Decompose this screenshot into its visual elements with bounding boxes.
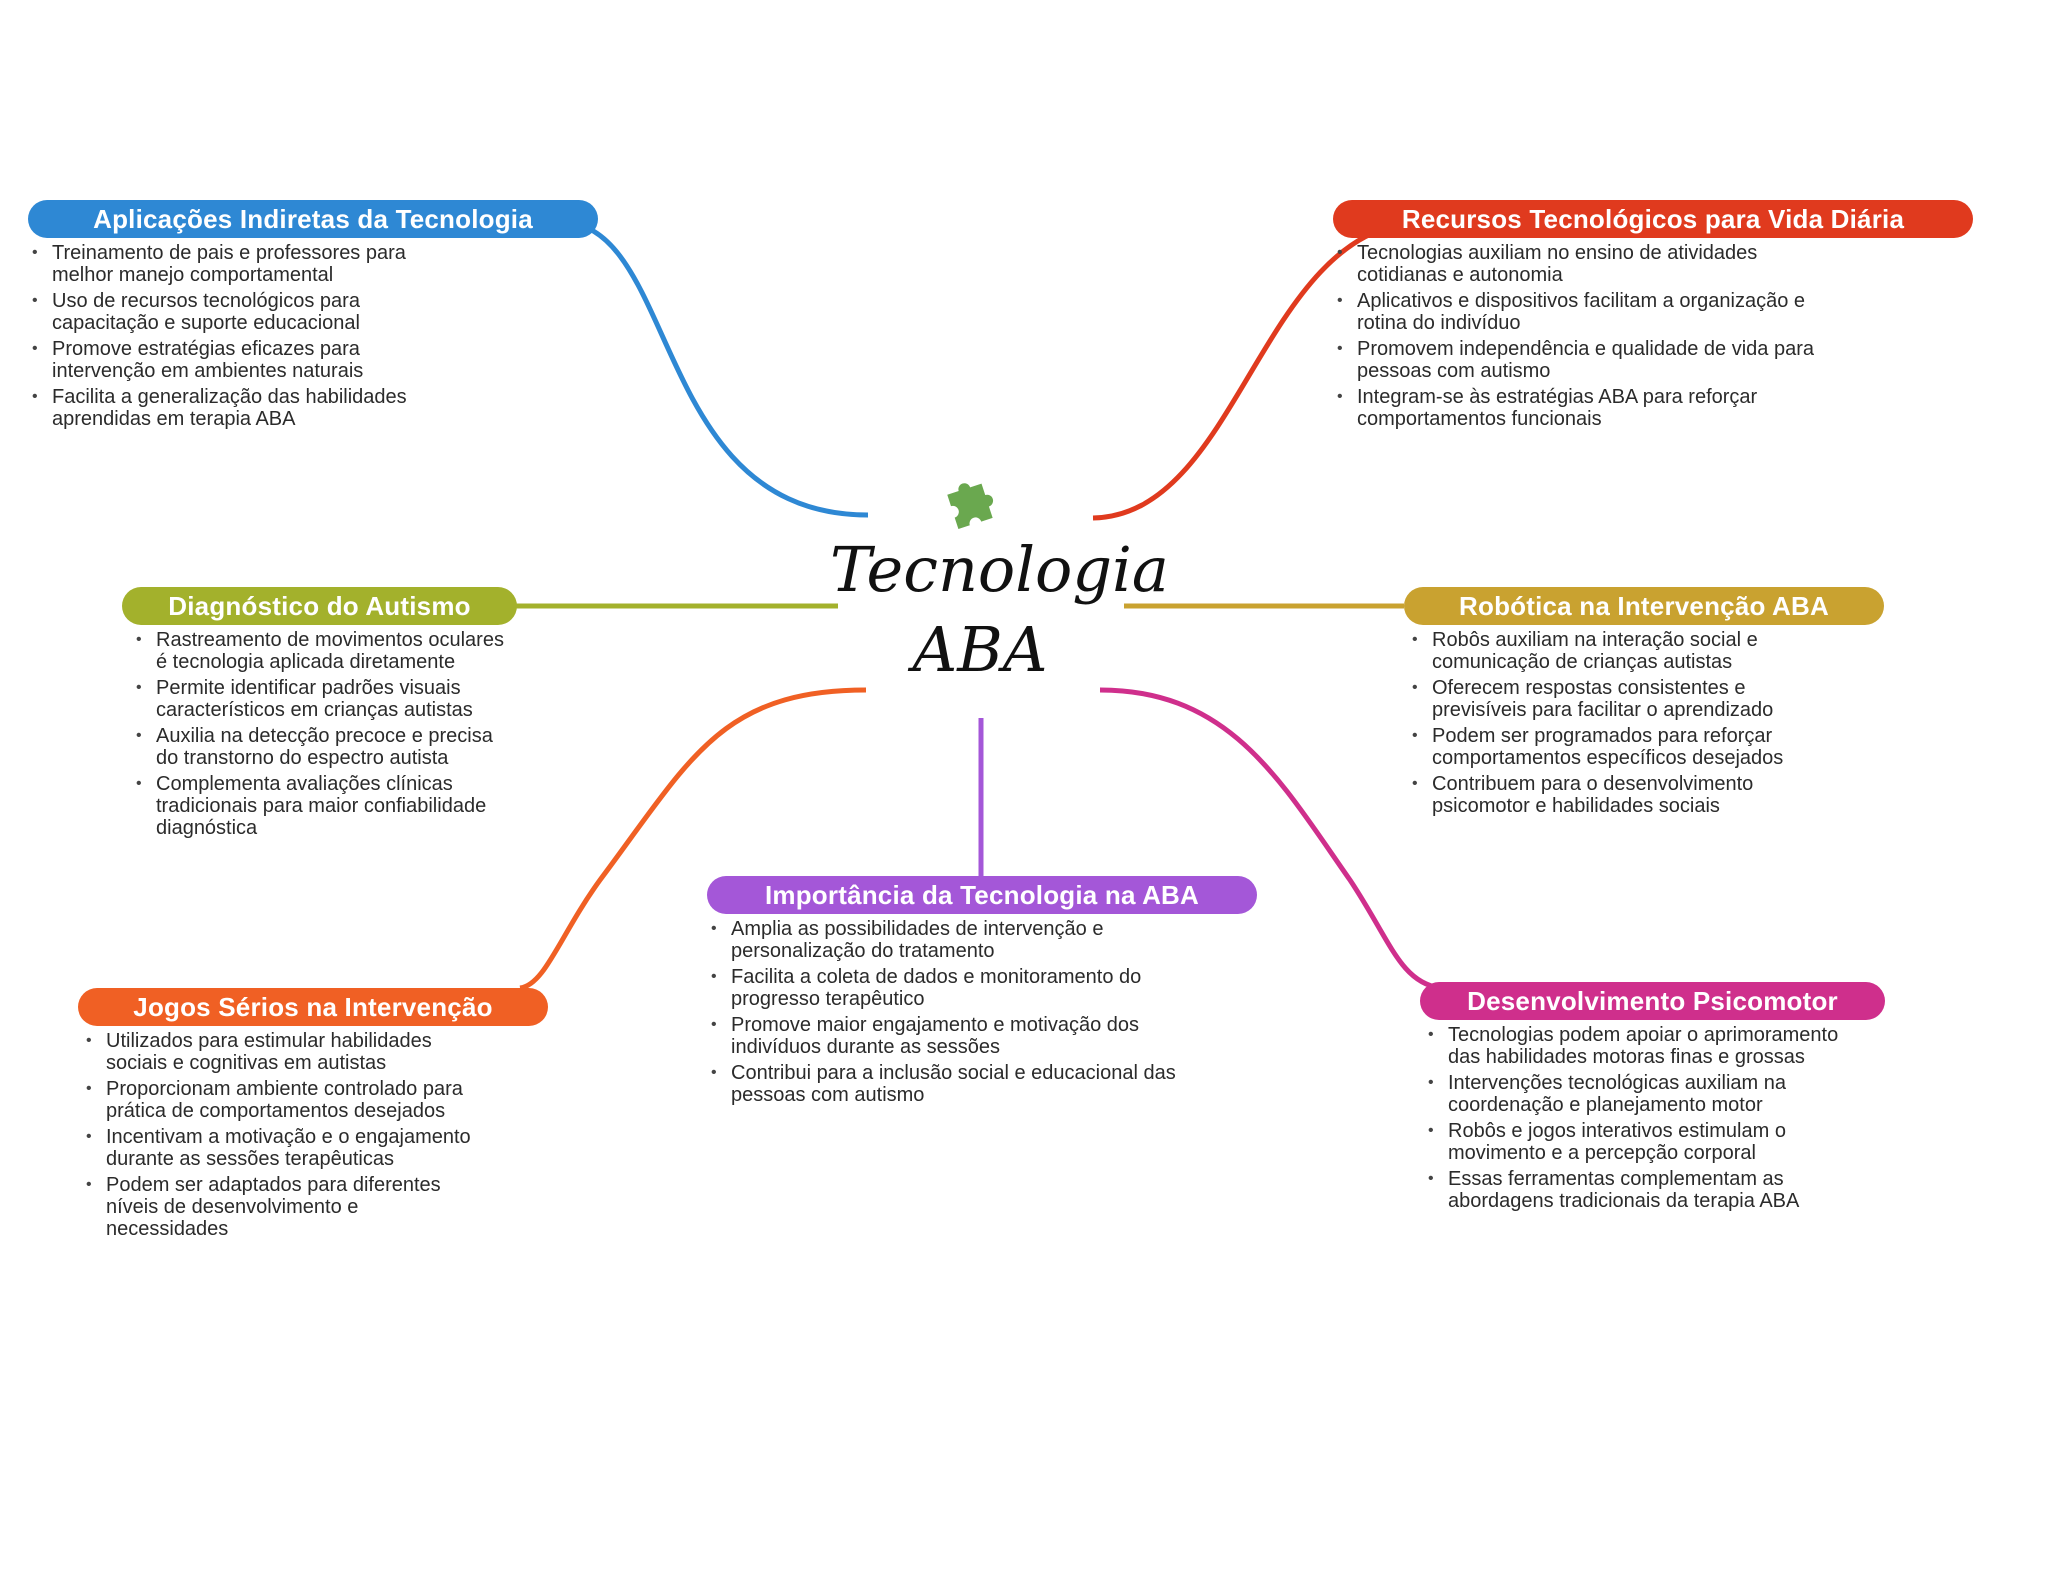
connector-psicomotor bbox=[1099, 687, 1441, 991]
bullet-item: Contribuem para o desenvolvimento psicom… bbox=[1408, 773, 1838, 817]
connector-aplicacoes bbox=[559, 219, 869, 518]
branch-jogos: Jogos Sérios na Intervenção Utilizados p… bbox=[78, 988, 548, 1244]
branch-title: Importância da Tecnologia na ABA bbox=[707, 876, 1257, 914]
branch-robotica: Robótica na Intervenção ABA Robôs auxili… bbox=[1404, 587, 1884, 821]
bullet-item: Facilita a coleta de dados e monitoramen… bbox=[707, 966, 1187, 1010]
bullet-item: Integram-se às estratégias ABA para refo… bbox=[1333, 386, 1833, 430]
bullet-item: Auxilia na detecção precoce e precisa do… bbox=[132, 725, 507, 769]
central-topic: Tecnologia ABA bbox=[830, 530, 1169, 690]
bullet-item: Oferecem respostas consistentes e previs… bbox=[1408, 677, 1838, 721]
connector-jogos bbox=[519, 687, 867, 991]
bullet-item: Uso de recursos tecnológicos para capaci… bbox=[28, 290, 468, 334]
bullet-item: Aplicativos e dispositivos facilitam a o… bbox=[1333, 290, 1833, 334]
branch-title: Robótica na Intervenção ABA bbox=[1404, 587, 1884, 625]
bullet-item: Facilita a generalização das habilidades… bbox=[28, 386, 468, 430]
connector-recursos bbox=[1092, 219, 1421, 521]
bullet-item: Amplia as possibilidades de intervenção … bbox=[707, 918, 1187, 962]
bullet-item: Incentivam a motivação e o engajamento d… bbox=[82, 1126, 482, 1170]
bullet-item: Robôs e jogos interativos estimulam o mo… bbox=[1424, 1120, 1854, 1164]
bullet-item: Contribui para a inclusão social e educa… bbox=[707, 1062, 1187, 1106]
central-title-line1: Tecnologia bbox=[830, 533, 1169, 606]
bullet-item: Robôs auxiliam na interação social e com… bbox=[1408, 629, 1838, 673]
bullet-item: Podem ser programados para reforçar comp… bbox=[1408, 725, 1838, 769]
branch-psicomotor: Desenvolvimento Psicomotor Tecnologias p… bbox=[1420, 982, 1885, 1216]
branch-title: Diagnóstico do Autismo bbox=[122, 587, 517, 625]
bullet-item: Tecnologias podem apoiar o aprimoramento… bbox=[1424, 1024, 1854, 1068]
bullet-item: Tecnologias auxiliam no ensino de ativid… bbox=[1333, 242, 1833, 286]
puzzle-shape bbox=[947, 483, 994, 530]
branch-title: Recursos Tecnológicos para Vida Diária bbox=[1333, 200, 1973, 238]
bullet-item: Promove maior engajamento e motivação do… bbox=[707, 1014, 1187, 1058]
bullet-item: Permite identificar padrões visuais cara… bbox=[132, 677, 507, 721]
bullet-item: Utilizados para estimular habilidades so… bbox=[82, 1030, 482, 1074]
bullet-item: Essas ferramentas complementam as aborda… bbox=[1424, 1168, 1854, 1212]
bullet-item: Promovem independência e qualidade de vi… bbox=[1333, 338, 1833, 382]
bullet-item: Proporcionam ambiente controlado para pr… bbox=[82, 1078, 482, 1122]
branch-importancia: Importância da Tecnologia na ABA Amplia … bbox=[707, 876, 1257, 1110]
central-title-line2: ABA bbox=[912, 613, 1048, 686]
branch-aplicacoes: Aplicações Indiretas da Tecnologia Trein… bbox=[28, 200, 598, 434]
bullet-item: Rastreamento de movimentos oculares é te… bbox=[132, 629, 507, 673]
bullet-item: Promove estratégias eficazes para interv… bbox=[28, 338, 468, 382]
bullet-item: Podem ser adaptados para diferentes níve… bbox=[82, 1174, 482, 1240]
branch-title: Jogos Sérios na Intervenção bbox=[78, 988, 548, 1026]
puzzle-piece-icon bbox=[947, 483, 994, 530]
bullet-item: Intervenções tecnológicas auxiliam na co… bbox=[1424, 1072, 1854, 1116]
branch-diagnostico: Diagnóstico do Autismo Rastreamento de m… bbox=[122, 587, 517, 843]
bullet-item: Treinamento de pais e professores para m… bbox=[28, 242, 468, 286]
bullet-item: Complementa avaliações clínicas tradicio… bbox=[132, 773, 507, 839]
branch-title: Desenvolvimento Psicomotor bbox=[1420, 982, 1885, 1020]
branch-title: Aplicações Indiretas da Tecnologia bbox=[28, 200, 598, 238]
branch-recursos: Recursos Tecnológicos para Vida Diária T… bbox=[1333, 200, 1973, 434]
